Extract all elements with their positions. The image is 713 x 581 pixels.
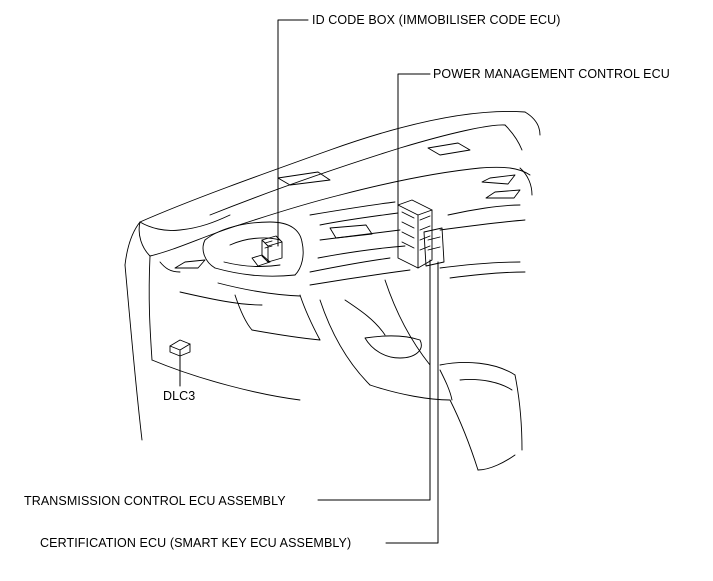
center-dash: [309, 189, 526, 259]
center-console: [319, 279, 523, 471]
label-id-code-box: ID CODE BOX (IMMOBILISER CODE ECU): [312, 13, 561, 27]
leader-transmission-control: [317, 259, 431, 501]
windshield-outline: [139, 111, 541, 223]
label-power-management-ecu: POWER MANAGEMENT CONTROL ECU: [433, 67, 670, 81]
dashboard-top: [138, 142, 533, 257]
leader-certification: [385, 261, 439, 544]
label-transmission-control-ecu: TRANSMISSION CONTROL ECU ASSEMBLY: [24, 494, 286, 508]
power-management-ecu-shape: [397, 199, 445, 269]
id-code-box-shape: [251, 235, 283, 267]
label-certification-ecu: CERTIFICATION ECU (SMART KEY ECU ASSEMBL…: [40, 536, 352, 550]
leader-lines: [179, 19, 439, 544]
side-panel: [124, 221, 143, 441]
leader-power-management: [397, 73, 431, 207]
lower-dashboard: [148, 255, 526, 401]
leader-id-code-box: [277, 19, 309, 247]
instrument-cluster: [202, 221, 304, 277]
label-dlc3: DLC3: [163, 389, 196, 403]
